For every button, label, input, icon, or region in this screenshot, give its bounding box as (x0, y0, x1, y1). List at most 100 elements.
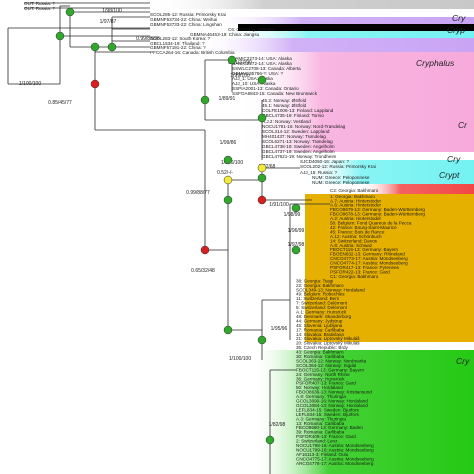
tip-label: GBMNF53733-22: China: Lingshan (150, 22, 222, 27)
support-value: 1/95/96 (271, 326, 288, 332)
tip-label: UAMIC2272-14: USA: Alaska (232, 61, 292, 66)
tip-label: NUM: Greece: Peloponnese (312, 180, 370, 185)
tip-label: 50: Norway: Hordaland (296, 385, 343, 390)
support-node (257, 163, 267, 173)
clade-band (238, 24, 474, 31)
support-value: 1/97/98 (288, 242, 305, 248)
tip-label: CNCO4775-17: Austria: Mondseeberg (296, 456, 374, 461)
support-node (257, 75, 267, 85)
tip-label: ARCO4776-17: Austria: Mondseeberg (296, 461, 374, 466)
support-node (257, 173, 267, 183)
tip-label: C1: Georgia: Bakhmaro (330, 274, 379, 279)
tip-label: GBCL1534-19: Thailand: ? (150, 41, 205, 46)
tip-label: GCOL3084-13: Norway: Hordaland (296, 403, 368, 408)
support-value: 0.99/88/77 (186, 190, 210, 196)
tip-label: SCOL349-13: Norway: Hordaland (296, 287, 365, 292)
tip-label: A.1: Germany: Hunsrück (296, 310, 347, 315)
tip-label: SCOL202-12: Russia: Primorsky Krai (300, 164, 376, 169)
tip-label: LEFL834-15: Sweden: Bjurfors (296, 407, 360, 412)
tip-label: SCOL364-12: Norway: Sigdal (296, 363, 356, 368)
tip-label: A.6: Austria: Hinterstoder (330, 203, 382, 208)
tip-label: GBMNA46453-19: China: Jiangsu (190, 32, 260, 37)
tip-label: 45.1: Norway: Østfold (262, 103, 307, 108)
tip-label: 36: Germany: Hunsrück (296, 376, 345, 381)
clade-band (240, 52, 474, 152)
tip-label: 45: Slovenia: Ljubljana (296, 323, 343, 328)
clade-label: Crypt (439, 170, 460, 180)
tip-label: 44: Germany: Jydstrup (296, 318, 343, 323)
support-value: 1/82/68 (259, 164, 276, 170)
tip-label: FBCO9680-13: Germany: Baden (296, 425, 363, 430)
support-values: 1/98/1001/97/870.99/88/961/100/1000.91/7… (19, 8, 305, 428)
clade-band (250, 350, 474, 474)
clade-color-bands (150, 0, 474, 474)
clade-band (195, 38, 474, 52)
tip-label: 56: Belgium: Fond Quareux de la Pecca (330, 221, 412, 226)
tip-label: CNCO4774-17: Austria: Mondseeberg (330, 261, 408, 266)
tip-label: 7: Switzerland: Delémont (296, 301, 348, 306)
support-value: 1/82/98 (269, 422, 286, 428)
tip-label: 35: Czech Republic: Brdy (296, 345, 349, 350)
clade-band (305, 194, 474, 342)
support-value: 1/99/100 (230, 73, 250, 79)
tip-label: 42: France: Bourg-Saint-Maurice (330, 225, 397, 230)
clade-band (360, 184, 474, 194)
tip-label: NOCU1791-16: Norway: Nord-Trøndelag (262, 124, 346, 129)
tip-label: A.12: Austria: Schönbuch (330, 234, 382, 239)
support-value: 1/98/99 (284, 212, 301, 218)
tip-label: 1: Georgia: Bakhmaro (330, 194, 375, 199)
tip-label: AJJ_1: USA: Alaska (232, 76, 273, 81)
support-value: 0.85/45/77 (48, 100, 72, 106)
tip-label: FBOEN632-13: Germany: Rhineland (330, 252, 405, 257)
clade-label: Cryphalus (416, 58, 455, 68)
tip-label: NUM: Greece: Peloponnese (312, 175, 370, 180)
tip-label: 14: Switzerland: Davos (330, 238, 378, 243)
tip-label: GBCL4737-19: Sweden: Angelholm (262, 149, 335, 154)
clade-label: Cr (458, 120, 468, 130)
tip-label: PSFOR409-13: France: Gard (296, 434, 356, 439)
support-node (55, 31, 65, 41)
tip-label: 24: Germany: North Rhine (296, 372, 350, 377)
support-node (90, 79, 100, 89)
support-node (227, 55, 237, 65)
tip-label: 38: Georgia: Tsagi (296, 278, 333, 283)
tip-label: 20: Slovakia: Liptovský Mikuláš (296, 341, 360, 346)
tip-label: SCOL314-12: Sweden: Lappland (262, 129, 330, 134)
tip-label: NOCU1798-16: Austria: Mondseeberg (296, 443, 374, 448)
tip-label: FBOCT116-13: Germany: Bayern (330, 247, 399, 252)
tip-label: 17: Romania: Carlibaba (296, 327, 345, 332)
tip-label: LEFL834-15: Sweden: Bjurfors (296, 412, 360, 417)
tip-label: SSFOA6843-15: Canada: New Brunswick (232, 91, 318, 96)
clade-label: Cryp (447, 25, 465, 35)
tip-label: MH401437: Norway: Trøndelag (262, 134, 326, 139)
tip-label: OUT: Russia: ? (24, 1, 55, 6)
tip-label: PSFOR417-13: France: Pyrenees (330, 265, 400, 270)
support-value: 0.91/77/90 (228, 60, 252, 66)
support-value: 0.99/88/96 (136, 36, 160, 42)
support-node (223, 195, 233, 205)
tip-label: PFCCA264-16: Canada: British Columbia (150, 50, 235, 55)
tip-label: 43: Georgia: Bakhmaro (296, 350, 344, 355)
support-value: 1/100/100 (19, 81, 41, 87)
tip-label: C2: Georgia: Bakhmaro (330, 188, 379, 193)
support-node (90, 42, 100, 52)
support-node (223, 175, 233, 185)
tip-label: SJCD4050-16: Japan: ? (300, 159, 349, 164)
support-value: 1/100/100 (221, 160, 243, 166)
tip-label: CNCO4773-17: Austria: Mondseeberg (330, 256, 408, 261)
tip-label: AJJ_15: Russia: ? (300, 170, 337, 175)
tip-label: 48: Denmark: Skanderborg (296, 314, 352, 319)
support-value: 1/89/91 (219, 96, 236, 102)
support-value: 1/99/86 (220, 140, 237, 146)
support-node (265, 435, 275, 445)
support-node (291, 245, 301, 255)
tip-label: 11: Switzerland: Bern (296, 296, 340, 301)
tip-label: UAMIC2273-14: USA: Alaska (232, 56, 292, 61)
tip-label: OUT: Russia: ? (24, 6, 55, 11)
clade-band (300, 160, 474, 184)
support-value: 1/97/87 (100, 19, 117, 25)
tip-label: NOCU1799-16: Austria: Mondseeberg (296, 447, 374, 452)
clade-band (150, 0, 474, 9)
clade-label: Cry (447, 154, 461, 164)
tip-label: 22: Georgia: Bakhmaro (296, 283, 344, 288)
